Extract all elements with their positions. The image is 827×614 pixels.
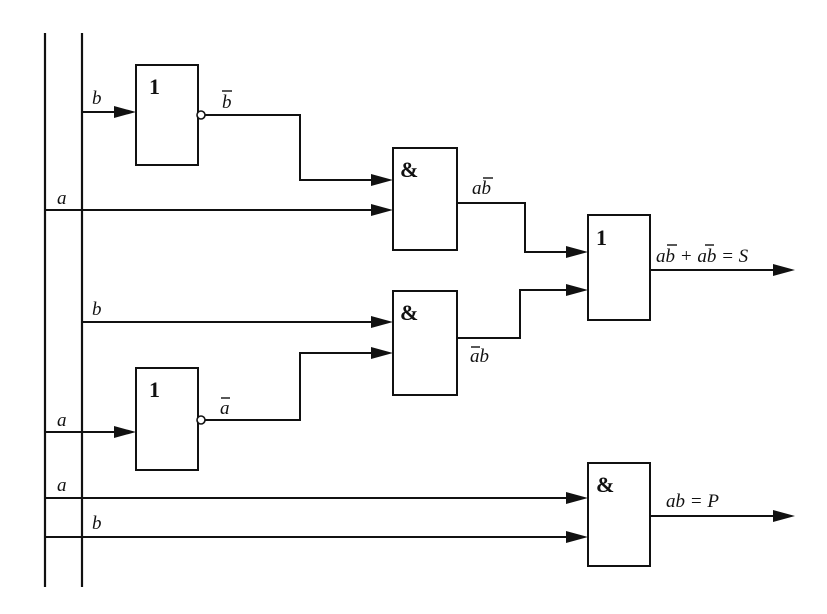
- and-gate-lower-symbol: &: [400, 300, 418, 325]
- not-gate-b: 1: [135, 64, 206, 166]
- not-gate-a-symbol: 1: [149, 377, 160, 402]
- label-b-top: b: [92, 88, 102, 109]
- label-b-carry: b: [92, 513, 102, 534]
- and-gate-lower: &: [392, 290, 458, 396]
- and-gate-carry-symbol: &: [596, 472, 614, 497]
- label-a-carry: a: [57, 475, 67, 496]
- arrow-head-icon: [371, 347, 393, 359]
- label-b-bar-out: b: [222, 92, 232, 113]
- arrow-head-icon: [371, 316, 393, 328]
- label-ab-bar-out: ab: [472, 178, 491, 199]
- wire-abbar-to-or: [457, 202, 570, 253]
- arrow-head-icon: [773, 264, 795, 276]
- not-gate-a: 1: [135, 367, 206, 471]
- wire-bbar-to-and: [204, 114, 375, 181]
- inverter-bubble-icon: [196, 110, 206, 120]
- wire-abarb-to-or: [457, 289, 570, 339]
- arrow-head-icon: [566, 492, 588, 504]
- arrow-head-icon: [371, 174, 393, 186]
- and-gate-carry: &: [587, 462, 651, 567]
- label-b-middle: b: [92, 299, 102, 320]
- arrow-head-icon: [114, 106, 136, 118]
- not-gate-b-symbol: 1: [149, 74, 160, 99]
- label-sum-output: ab + ab = S: [656, 246, 749, 267]
- arrow-head-icon: [114, 426, 136, 438]
- arrow-head-icon: [773, 510, 795, 522]
- label-a-bar-out: a: [220, 398, 230, 419]
- label-a-lower: a: [57, 410, 67, 431]
- arrow-head-icon: [566, 246, 588, 258]
- arrow-head-icon: [566, 284, 588, 296]
- or-gate-sum-symbol: 1: [596, 225, 607, 250]
- label-a-bar-b-out: ab: [470, 346, 489, 367]
- arrow-head-icon: [566, 531, 588, 543]
- and-gate-upper: &: [392, 147, 458, 251]
- label-a-upper: a: [57, 188, 67, 209]
- wire-abar-to-and: [204, 352, 375, 421]
- arrow-head-icon: [371, 204, 393, 216]
- and-gate-upper-symbol: &: [400, 157, 418, 182]
- inverter-bubble-icon: [196, 415, 206, 425]
- label-carry-output: ab = P: [666, 491, 719, 512]
- or-gate-sum: 1: [587, 214, 651, 321]
